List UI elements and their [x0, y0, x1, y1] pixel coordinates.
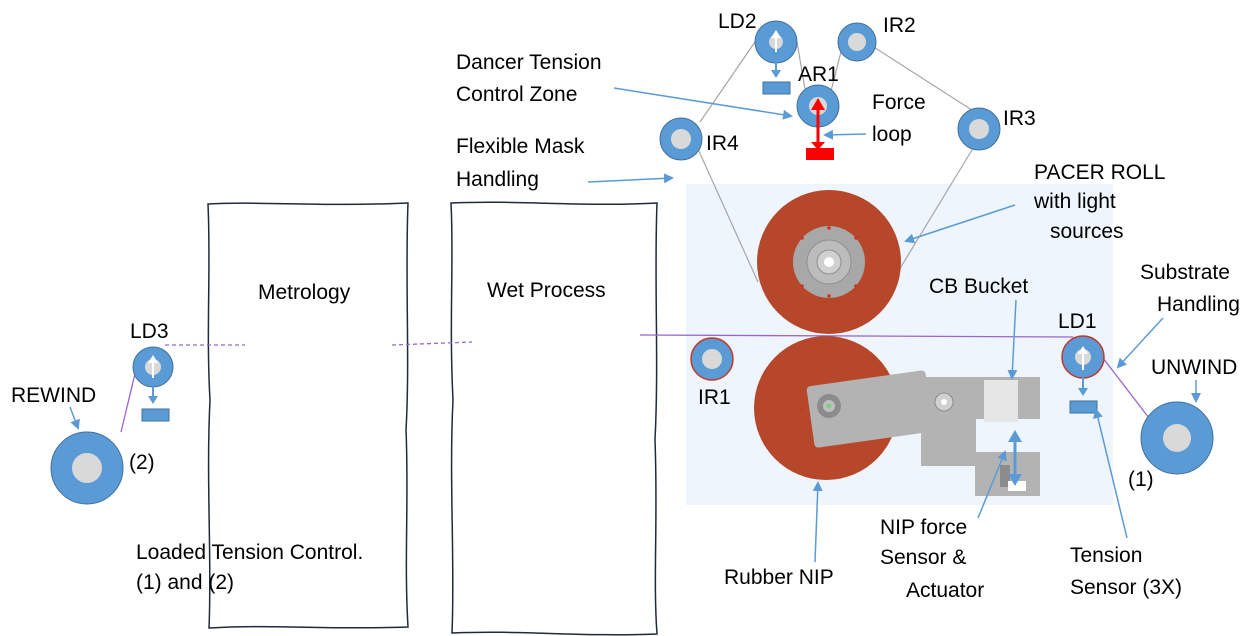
label-substrate-line2: Handling [1157, 293, 1240, 316]
label-dancer-line2: Control Zone [456, 83, 577, 106]
label-ir3: IR3 [1003, 107, 1036, 130]
ld2-load-sensor [762, 30, 791, 95]
label-unwind: UNWIND [1151, 356, 1237, 379]
label-nip-line2: Sensor & [880, 546, 966, 569]
label-nip-line3: Actuator [906, 579, 984, 602]
label-1: (1) [1128, 468, 1154, 491]
roller-ir1 [690, 337, 734, 381]
label-metrology: Metrology [258, 281, 351, 304]
label-ar1: AR1 [798, 63, 839, 86]
label-pacer-line1: PACER ROLL [1034, 161, 1166, 184]
unwind-roll [1140, 401, 1214, 475]
label-force-line1: Force [872, 91, 926, 114]
label-force-line2: loop [872, 123, 912, 146]
roller-ir3 [957, 107, 1001, 151]
label-pacer-line2: with light [1033, 190, 1116, 213]
label-cb-bucket: CB Bucket [929, 275, 1028, 298]
ld1-load-sensor [1069, 346, 1098, 414]
nip-force-arrow [1008, 430, 1022, 486]
label-rubber-nip: Rubber NIP [724, 566, 834, 589]
roller-ir2 [837, 22, 877, 62]
label-pacer-line3: sources [1050, 220, 1124, 243]
label-loaded-line1: Loaded Tension Control. [136, 541, 363, 564]
label-substrate-line1: Substrate [1140, 261, 1230, 284]
label-tension-line1: Tension [1070, 544, 1142, 567]
label-dancer-line1: Dancer Tension [456, 51, 602, 74]
label-2: (2) [129, 451, 155, 474]
label-loaded-line2: (1) and (2) [136, 571, 234, 594]
label-ld3: LD3 [130, 320, 169, 343]
callout-arrows [69, 87, 1201, 563]
label-flex-line2: Handling [456, 168, 539, 191]
metrology-box [207, 202, 409, 629]
ld3-load-sensor [141, 355, 170, 422]
label-ld2: LD2 [718, 10, 757, 33]
label-ir4: IR4 [706, 132, 739, 155]
label-ir1: IR1 [698, 386, 731, 409]
label-ld1: LD1 [1058, 310, 1097, 333]
pacer-roll [757, 190, 901, 334]
label-nip-line1: NIP force [880, 516, 967, 539]
nip-actuator [799, 370, 1040, 496]
processing-zone-background [686, 184, 1113, 505]
label-wet-process: Wet Process [487, 279, 606, 302]
force-loop-arrow [806, 98, 834, 160]
flexible-mask-web [683, 41, 976, 283]
label-rewind: REWIND [11, 384, 96, 407]
roller-ir4 [659, 117, 703, 161]
rewind-roll [50, 431, 124, 505]
label-flex-line1: Flexible Mask [456, 135, 585, 158]
wet-process-box [450, 201, 658, 636]
label-tension-line2: Sensor (3X) [1070, 576, 1182, 599]
label-ir2: IR2 [883, 14, 916, 37]
